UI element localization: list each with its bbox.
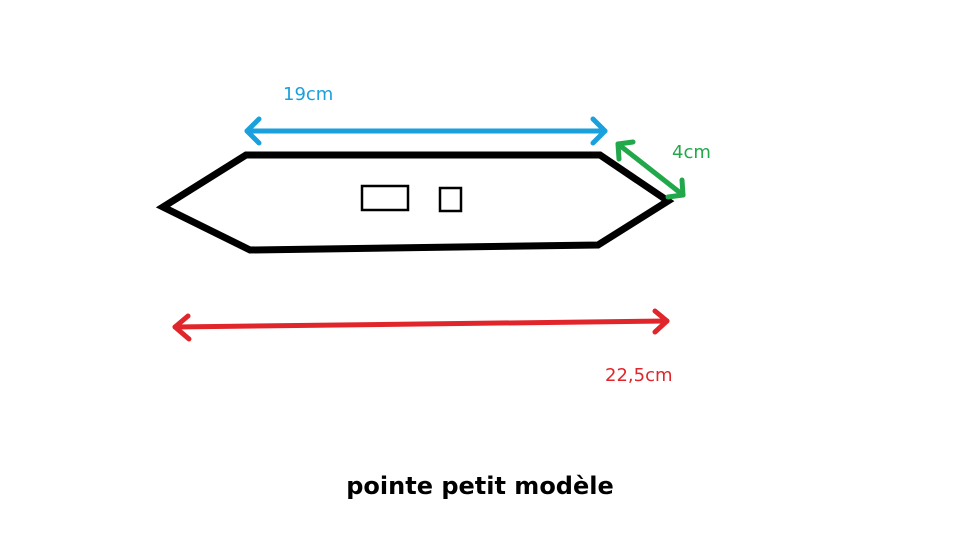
inner-rectangle-large — [360, 184, 410, 212]
top-dimension-arrow — [244, 116, 608, 146]
side-dimension-arrow — [615, 139, 686, 200]
inner-rectangle-small — [438, 186, 463, 213]
side-dimension-label: 4cm — [672, 142, 711, 163]
shape-outline — [155, 151, 675, 254]
diagram-caption: pointe petit modèle — [346, 472, 614, 500]
top-dimension-label: 19cm — [283, 84, 334, 105]
total-dimension-label: 22,5cm — [605, 365, 673, 386]
total-dimension-arrow — [172, 308, 670, 342]
